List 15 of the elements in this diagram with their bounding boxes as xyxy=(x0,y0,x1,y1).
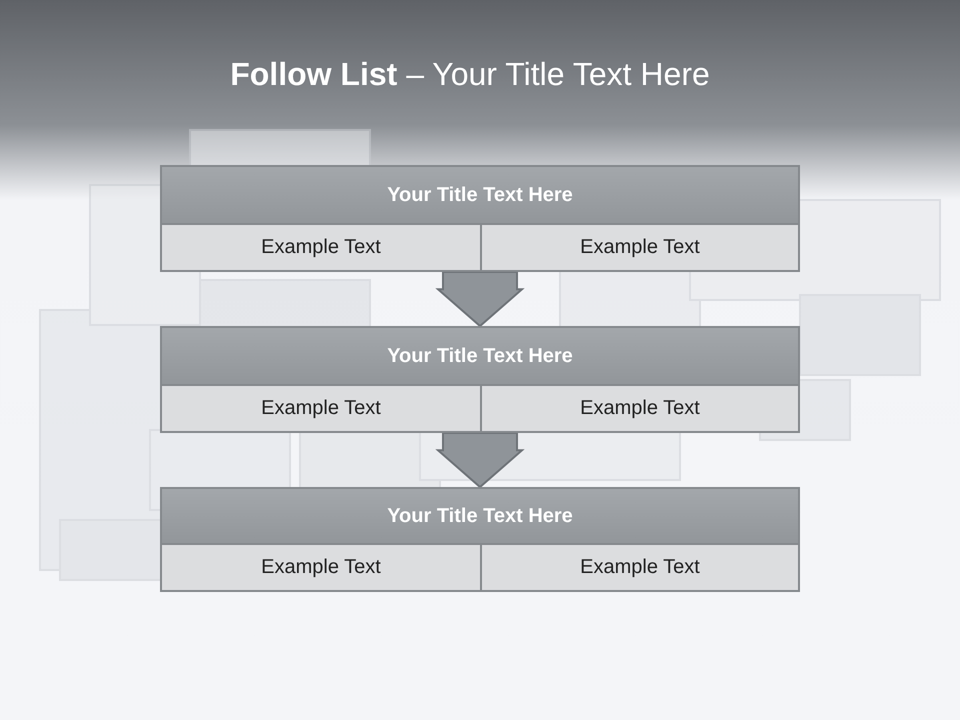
list-block xyxy=(160,487,800,592)
slide-title: Follow List – Your Title Text Here xyxy=(230,56,710,93)
list-block xyxy=(160,165,800,272)
text-cell: Example Text xyxy=(162,225,480,270)
title-bar: Your Title Text Here xyxy=(162,489,798,545)
text-cell: Example Text xyxy=(482,545,798,590)
title-bar: Your Title Text Here xyxy=(162,328,798,386)
arrow xyxy=(435,432,525,488)
text-cell: Example Text xyxy=(482,386,798,431)
text-cell: Example Text xyxy=(162,386,480,431)
arrow xyxy=(435,271,525,328)
text-cell: Example Text xyxy=(482,225,798,270)
list-block xyxy=(160,326,800,433)
title-bar: Your Title Text Here xyxy=(162,167,798,225)
text-cell: Example Text xyxy=(162,545,480,590)
